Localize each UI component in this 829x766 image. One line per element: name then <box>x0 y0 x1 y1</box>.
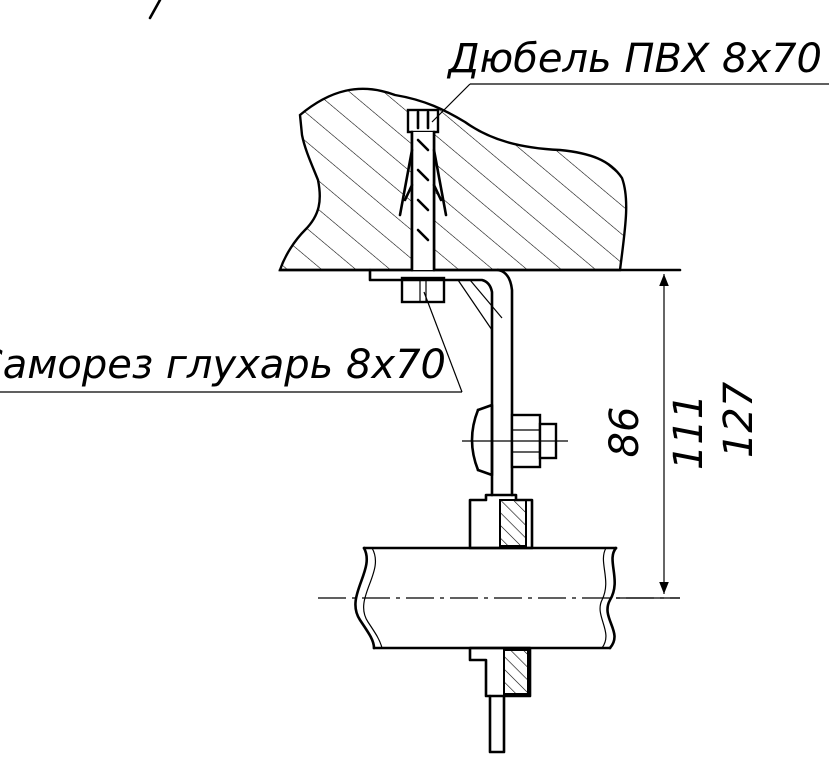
dowel <box>398 108 448 272</box>
dimension-111: 111 <box>666 394 712 470</box>
pipe-clamp-lower <box>468 646 532 754</box>
bolt-nut <box>462 403 568 477</box>
dimension-86: 86 <box>602 407 648 458</box>
leader-lines <box>0 83 829 393</box>
ceiling-concrete <box>278 87 682 272</box>
dimension-lines <box>616 269 680 599</box>
dowel-label: Дюбель ПВХ 8х70 <box>446 36 822 82</box>
screw-head <box>400 276 446 304</box>
angle-bracket <box>368 268 514 497</box>
screw-label: Саморез глухарь 8х70 <box>0 342 446 388</box>
fragment-stroke <box>148 0 162 20</box>
dimension-127: 127 <box>716 381 762 458</box>
pipe-clamp-upper <box>468 493 534 550</box>
